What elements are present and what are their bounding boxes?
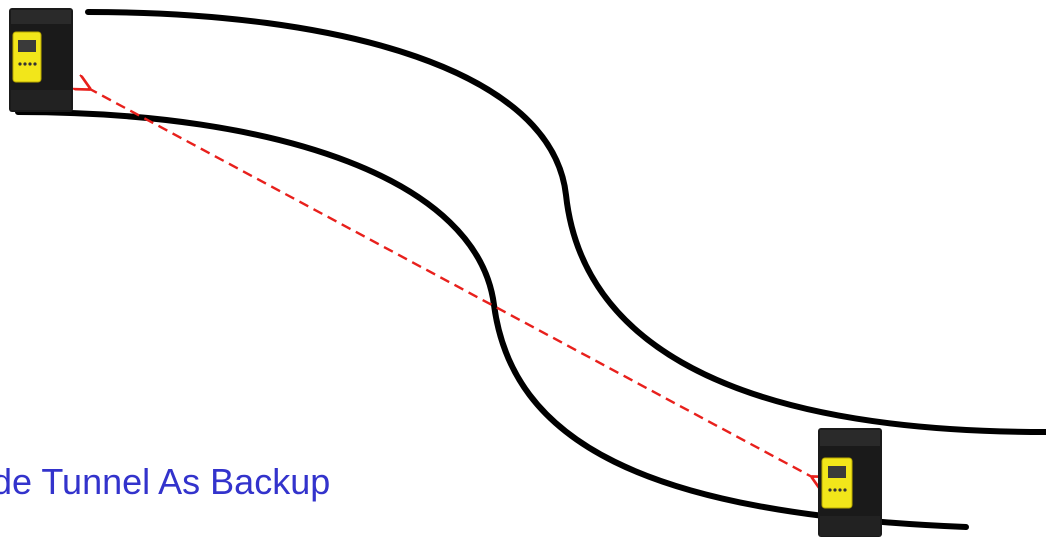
wireless-device-icon xyxy=(818,428,882,537)
wireless-device-icon xyxy=(9,8,73,112)
device-bottom-right[interactable] xyxy=(818,428,882,537)
caption-text: ide Tunnel As Backup xyxy=(0,461,331,502)
signal-link xyxy=(88,88,814,478)
device-top-left[interactable] xyxy=(9,8,73,112)
tunnel-wall-upper xyxy=(85,9,1046,435)
